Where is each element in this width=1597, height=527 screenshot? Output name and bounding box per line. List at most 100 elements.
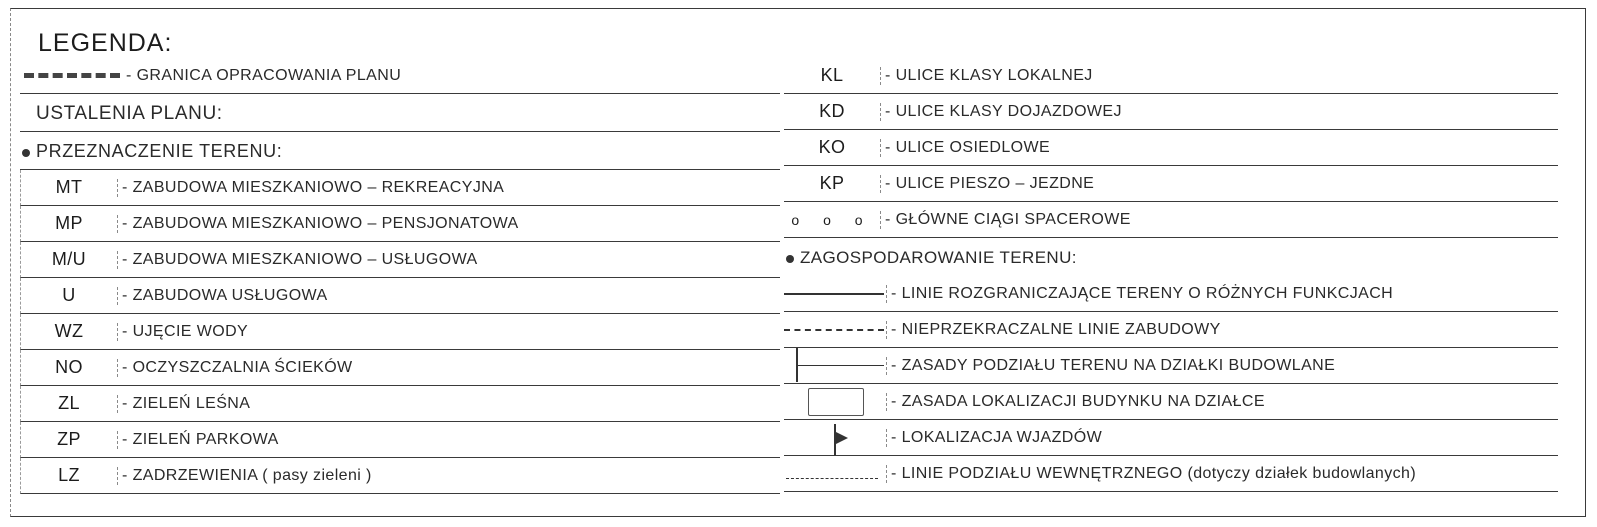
bullet-icon: [22, 149, 30, 157]
land-use-row: M/U - ZABUDOWA MIESZKANIOWO – USŁUGOWA: [20, 242, 780, 278]
legend-symbol: WZ: [54, 321, 84, 341]
legend-description: - ULICE PIESZO – JEZDNE: [885, 174, 1095, 192]
development-row: - LINIE ROZGRANICZAJĄCE TERENY O RÓŻNYCH…: [784, 276, 1558, 312]
legend-description: - ZABUDOWA USŁUGOWA: [122, 286, 328, 304]
plan-boundary-row: - GRANICA OPRACOWANIA PLANU: [20, 58, 780, 94]
dashed-line-stroke: [784, 329, 884, 331]
legend-description: - ZABUDOWA MIESZKANIOWO – PENSJONATOWA: [122, 214, 519, 232]
street-class-row: KP - ULICE PIESZO – JEZDNE: [784, 166, 1558, 202]
dashed-separator: [117, 286, 118, 305]
street-class-row: KO - ULICE OSIEDLOWE: [784, 130, 1558, 166]
legend-symbol: M/U: [51, 249, 87, 269]
legend-symbol: ZP: [57, 429, 81, 449]
street-class-row: o o o - GŁÓWNE CIĄGI SPACEROWE: [784, 202, 1558, 238]
development-row: - LINIE PODZIAŁU WEWNĘTRZNEGO (dotyczy d…: [784, 456, 1558, 492]
legend-symbol: NO: [55, 357, 83, 377]
legend-description: - LOKALIZACJA WJAZDÓW: [891, 428, 1103, 446]
land-use-heading-label: PRZEZNACZENIE TERENU:: [36, 141, 283, 161]
plot-division-icon: [784, 348, 886, 383]
dashed-separator: [117, 358, 118, 377]
dashed-separator: [880, 174, 881, 193]
land-use-row: LZ - ZADRZEWIENIA ( pasy zieleni ): [20, 458, 780, 494]
development-row: - ZASADY PODZIAŁU TERENU NA DZIAŁKI BUDO…: [784, 348, 1558, 384]
dashed-separator: [117, 214, 118, 233]
legend-symbol: LZ: [58, 465, 80, 485]
thin-dashed-line-icon: [784, 456, 886, 491]
land-use-heading-row: PRZEZNACZENIE TERENU:: [20, 134, 780, 170]
dashed-separator: [880, 102, 881, 121]
plan-boundary-line-icon: [24, 73, 120, 78]
development-row: - NIEPRZEKRACZALNE LINIE ZABUDOWY: [784, 312, 1558, 348]
land-use-row: MP - ZABUDOWA MIESZKANIOWO – PENSJONATOWA: [20, 206, 780, 242]
legend-frame: [10, 8, 1586, 517]
dashed-separator: [117, 466, 118, 485]
division-horizontal-stroke: [796, 365, 884, 366]
legend-description: - UJĘCIE WODY: [122, 322, 249, 340]
legend-description: - LINIE ROZGRANICZAJĄCE TERENY O RÓŻNYCH…: [891, 284, 1394, 302]
plan-boundary-label: - GRANICA OPRACOWANIA PLANU: [126, 66, 402, 84]
dashed-separator: [880, 66, 881, 85]
walkway-circles-icon: o o o: [791, 211, 873, 228]
land-use-row: WZ - UJĘCIE WODY: [20, 314, 780, 350]
legend-description: - ZABUDOWA MIESZKANIOWO – REKREACYJNA: [122, 178, 505, 196]
dashed-separator: [880, 138, 881, 157]
legend-description: - NIEPRZEKRACZALNE LINIE ZABUDOWY: [891, 320, 1221, 338]
dashed-separator: [886, 284, 887, 303]
land-use-row: MT - ZABUDOWA MIESZKANIOWO – REKREACYJNA: [20, 170, 780, 206]
legend-description: - ZADRZEWIENIA ( pasy zieleni ): [122, 466, 372, 484]
legend-symbol: MP: [55, 213, 83, 233]
thin-dashed-line-stroke: [786, 478, 878, 479]
legend-symbol: U: [62, 285, 76, 305]
dashed-separator: [117, 394, 118, 413]
building-outline-shape: [808, 388, 864, 416]
building-outline-icon: [784, 384, 886, 419]
provisions-heading-row: USTALENIA PLANU:: [20, 96, 780, 132]
development-heading: ZAGOSPODAROWANIE TERENU:: [786, 248, 1077, 268]
driveway-flag: [836, 432, 848, 444]
dashed-separator: [117, 430, 118, 449]
legend-description: - ZABUDOWA MIESZKANIOWO – USŁUGOWA: [122, 250, 478, 268]
dashed-separator: [880, 210, 881, 229]
legend-description: - ZASADA LOKALIZACJI BUDYNKU NA DZIAŁCE: [891, 392, 1265, 410]
legend-description: - OCZYSZCZALNIA ŚCIEKÓW: [122, 358, 353, 376]
driveway-pole: [834, 424, 836, 456]
dashed-separator: [117, 322, 118, 341]
legend-symbol: MT: [55, 177, 83, 197]
legend-description: - ULICE KLASY LOKALNEJ: [885, 66, 1093, 84]
dashed-separator: [117, 250, 118, 269]
legend-description: - ZIELEŃ PARKOWA: [122, 430, 279, 448]
development-heading-row: ZAGOSPODAROWANIE TERENU:: [784, 240, 1558, 276]
legend-symbol: KD: [819, 101, 845, 121]
driveway-flag-icon: [784, 420, 886, 456]
legend-description: - ULICE KLASY DOJAZDOWEJ: [885, 102, 1122, 120]
legend-title: LEGENDA:: [38, 29, 173, 57]
bullet-icon: [786, 255, 794, 263]
dashed-separator: [886, 392, 887, 411]
development-heading-label: ZAGOSPODAROWANIE TERENU:: [800, 248, 1077, 267]
dashed-separator: [886, 464, 887, 483]
legend-description: - GŁÓWNE CIĄGI SPACEROWE: [885, 210, 1131, 228]
street-class-row: KD - ULICE KLASY DOJAZDOWEJ: [784, 94, 1558, 130]
dashed-separator: [886, 320, 887, 339]
dashed-separator: [117, 178, 118, 197]
dashed-separator: [886, 356, 887, 375]
dashed-line-icon: [784, 312, 886, 347]
legend-symbol: KO: [818, 137, 846, 157]
provisions-heading: USTALENIA PLANU:: [36, 102, 223, 124]
land-use-row: U - ZABUDOWA USŁUGOWA: [20, 278, 780, 314]
solid-line-stroke: [784, 293, 884, 295]
land-use-row: ZL - ZIELEŃ LEŚNA: [20, 386, 780, 422]
street-class-row: KL - ULICE KLASY LOKALNEJ: [784, 58, 1558, 94]
legend-symbol: KL: [820, 65, 844, 85]
legend-description: - LINIE PODZIAŁU WEWNĘTRZNEGO (dotyczy d…: [891, 464, 1417, 482]
legend-symbol: ZL: [58, 393, 80, 413]
land-use-heading: PRZEZNACZENIE TERENU:: [22, 141, 283, 162]
development-row: - ZASADA LOKALIZACJI BUDYNKU NA DZIAŁCE: [784, 384, 1558, 420]
legend-description: - ZIELEŃ LEŚNA: [122, 394, 251, 412]
legend-symbol: KP: [819, 173, 845, 193]
legend-description: - ULICE OSIEDLOWE: [885, 138, 1051, 156]
development-row: - LOKALIZACJA WJAZDÓW: [784, 420, 1558, 456]
land-use-row: NO - OCZYSZCZALNIA ŚCIEKÓW: [20, 350, 780, 386]
land-use-row: ZP - ZIELEŃ PARKOWA: [20, 422, 780, 458]
dashed-separator: [886, 428, 887, 447]
